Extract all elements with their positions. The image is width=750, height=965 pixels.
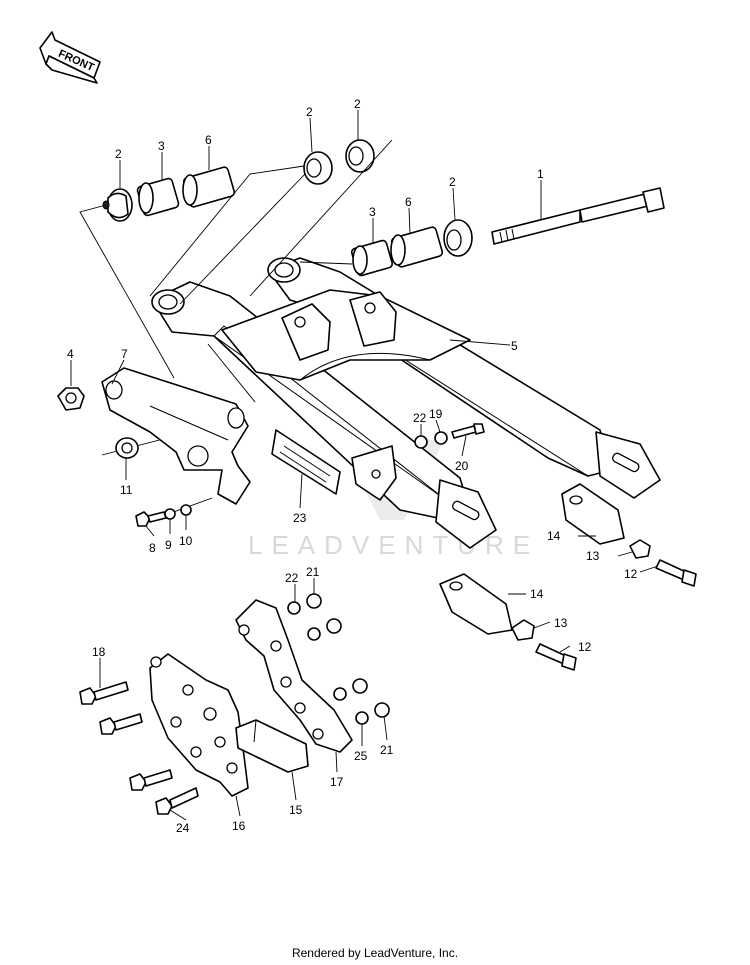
callout-2: 2: [449, 175, 456, 189]
swing-arm-5: [151, 257, 661, 549]
callout-2: 2: [306, 105, 313, 119]
callout-11: 11: [120, 483, 133, 497]
callout-1: 1: [537, 167, 544, 181]
callout-12: 12: [578, 640, 592, 654]
footer-credit: Rendered by LeadVenture, Inc.: [291, 946, 459, 960]
callout-22: 22: [285, 571, 299, 585]
callout-15: 15: [289, 803, 303, 817]
callout-13: 13: [554, 616, 568, 630]
callout-16: 16: [232, 819, 246, 833]
bolt-set-8-9-10: [135, 504, 192, 527]
callout-6: 6: [405, 195, 412, 209]
pivot-parts-right-upper: [303, 139, 375, 185]
callout-25: 25: [354, 749, 368, 763]
callout-23: 23: [293, 511, 307, 525]
chain-guide-17: [235, 599, 353, 753]
guide-block-15: [235, 719, 309, 773]
callout-leaders: [70, 110, 659, 821]
bracket-7: [57, 367, 251, 505]
callout-20: 20: [455, 459, 469, 473]
callout-17: 17: [330, 775, 344, 789]
callout-21: 21: [380, 743, 394, 757]
chain-adjuster-lower: [439, 573, 577, 671]
callout-22: 22: [413, 411, 427, 425]
callout-2: 2: [115, 147, 122, 161]
callout-12: 12: [624, 567, 638, 581]
callout-4: 4: [67, 347, 74, 361]
guide-bolts-18-24: [79, 681, 199, 815]
callout-6: 6: [205, 133, 212, 147]
callout-5: 5: [511, 339, 518, 353]
callout-8: 8: [149, 541, 156, 555]
callout-3: 3: [158, 139, 165, 153]
callout-21: 21: [306, 565, 320, 579]
callout-10: 10: [179, 534, 193, 548]
small-parts-19-20-22: [414, 423, 485, 449]
callout-18: 18: [92, 645, 106, 659]
callout-labels: 2 3 6 2 2 1 2 3 6 5 7 4 11 8 9 10 23 22 …: [67, 97, 638, 835]
pivot-parts-left: [102, 166, 236, 222]
callout-3: 3: [369, 205, 376, 219]
callout-14: 14: [530, 587, 544, 601]
guide-nuts-21-22-25: [287, 593, 390, 725]
callout-19: 19: [429, 407, 443, 421]
callout-14: 14: [547, 529, 561, 543]
callout-13: 13: [586, 549, 600, 563]
callout-9: 9: [165, 538, 172, 552]
label-plate-23: [271, 429, 341, 495]
watermark-text: LEADVENTURE: [248, 530, 539, 560]
front-arrow-icon: FRONT: [39, 31, 101, 84]
callout-7: 7: [121, 347, 128, 361]
chain-guide-16: [149, 653, 249, 797]
callout-24: 24: [176, 821, 190, 835]
pivot-parts-right: [350, 187, 665, 277]
callout-2: 2: [354, 97, 361, 111]
chain-adjuster-upper: [561, 483, 697, 587]
